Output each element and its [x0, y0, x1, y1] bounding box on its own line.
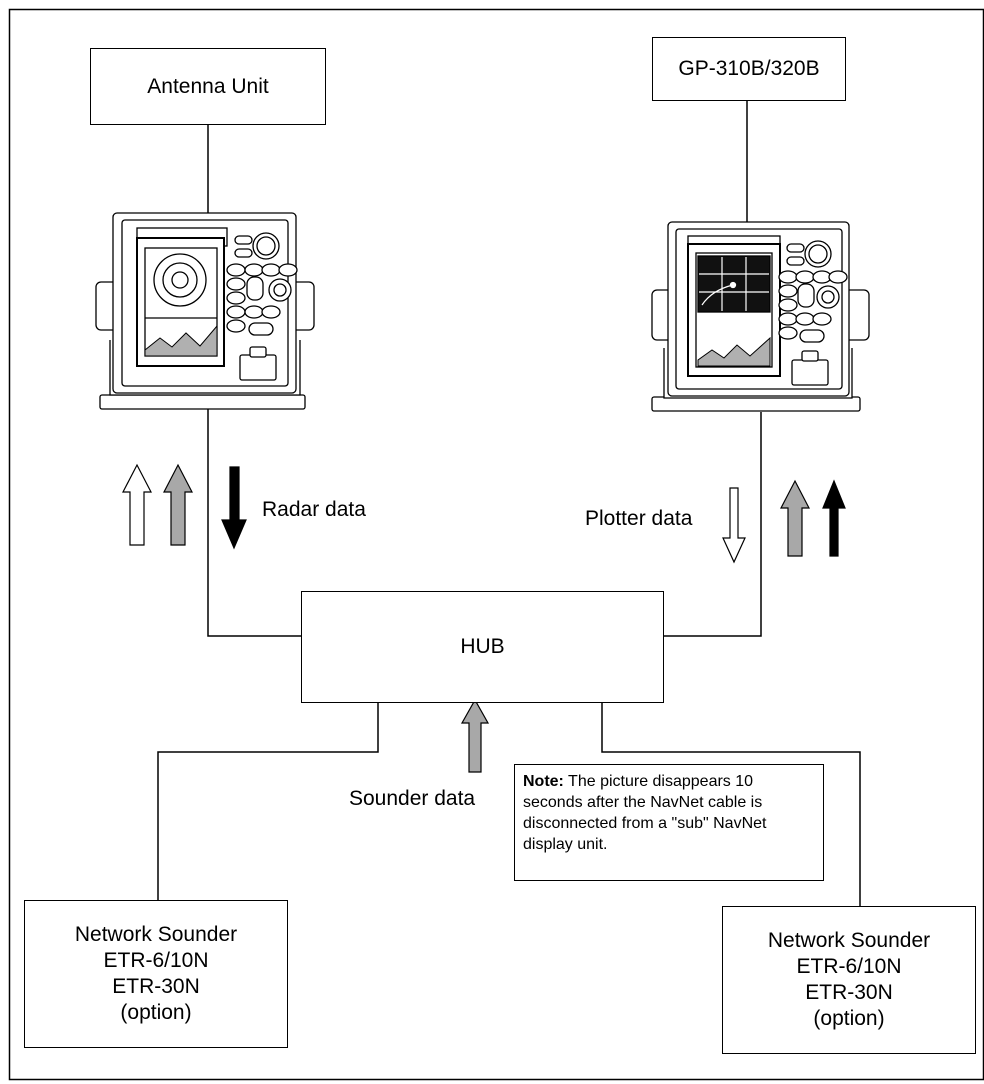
- antenna-unit-box: Antenna Unit: [90, 48, 326, 125]
- hub-box: HUB: [301, 591, 664, 703]
- antenna-unit-label: Antenna Unit: [147, 74, 269, 98]
- sounder-right-line-1: Network Sounder: [767, 929, 931, 952]
- sounder-left-line-3: ETR-30N: [112, 975, 200, 998]
- note-box: Note: The picture disappears 10 seconds …: [514, 764, 824, 881]
- plotter-data-label: Plotter data: [585, 507, 693, 530]
- sounder-left-line-1: Network Sounder: [74, 923, 238, 946]
- gps-unit-label: GP-310B/320B: [678, 57, 820, 80]
- hub-to-left-sounder-line: [157, 702, 379, 900]
- up-arrow-sounder-to-plotter: [780, 479, 810, 557]
- radar-data-label: Radar data: [262, 498, 366, 521]
- gps-unit-box: GP-310B/320B: [652, 37, 846, 101]
- radar-display-unit-icon: [95, 212, 315, 410]
- hub-label: HUB: [460, 635, 505, 658]
- sounder-right-line-4: (option): [813, 1007, 885, 1030]
- network-sounder-right-box: Network Sounder ETR-6/10N ETR-30N (optio…: [722, 906, 976, 1054]
- down-arrow-plotter-data: [722, 487, 746, 564]
- sounder-data-label: Sounder data: [349, 787, 476, 810]
- sounder-left-line-4: (option): [120, 1001, 192, 1024]
- connection-lines: [157, 100, 861, 907]
- up-arrow-plotter-to-radar: [122, 463, 152, 546]
- note-text: The picture disappears 10 seconds after …: [523, 773, 767, 853]
- note-bold-label: Note:: [523, 773, 564, 790]
- up-arrow-sounder-to-radar: [163, 463, 193, 546]
- down-arrow-radar-data: [221, 466, 247, 550]
- plotter-to-hub-line: [664, 412, 762, 637]
- radar-to-hub-line: [207, 406, 302, 637]
- sounder-right-line-3: ETR-30N: [805, 981, 893, 1004]
- plotter-display-unit-icon: [651, 221, 870, 412]
- up-arrow-sounder-data: [460, 698, 490, 773]
- up-arrow-radar-to-plotter: [822, 479, 846, 557]
- network-sounder-left-box: Network Sounder ETR-6/10N ETR-30N (optio…: [24, 900, 288, 1048]
- data-arrows: [122, 463, 846, 773]
- sounder-left-line-2: ETR-6/10N: [103, 949, 209, 972]
- hub-to-right-sounder-line: [601, 702, 861, 907]
- sounder-right-line-2: ETR-6/10N: [796, 955, 902, 978]
